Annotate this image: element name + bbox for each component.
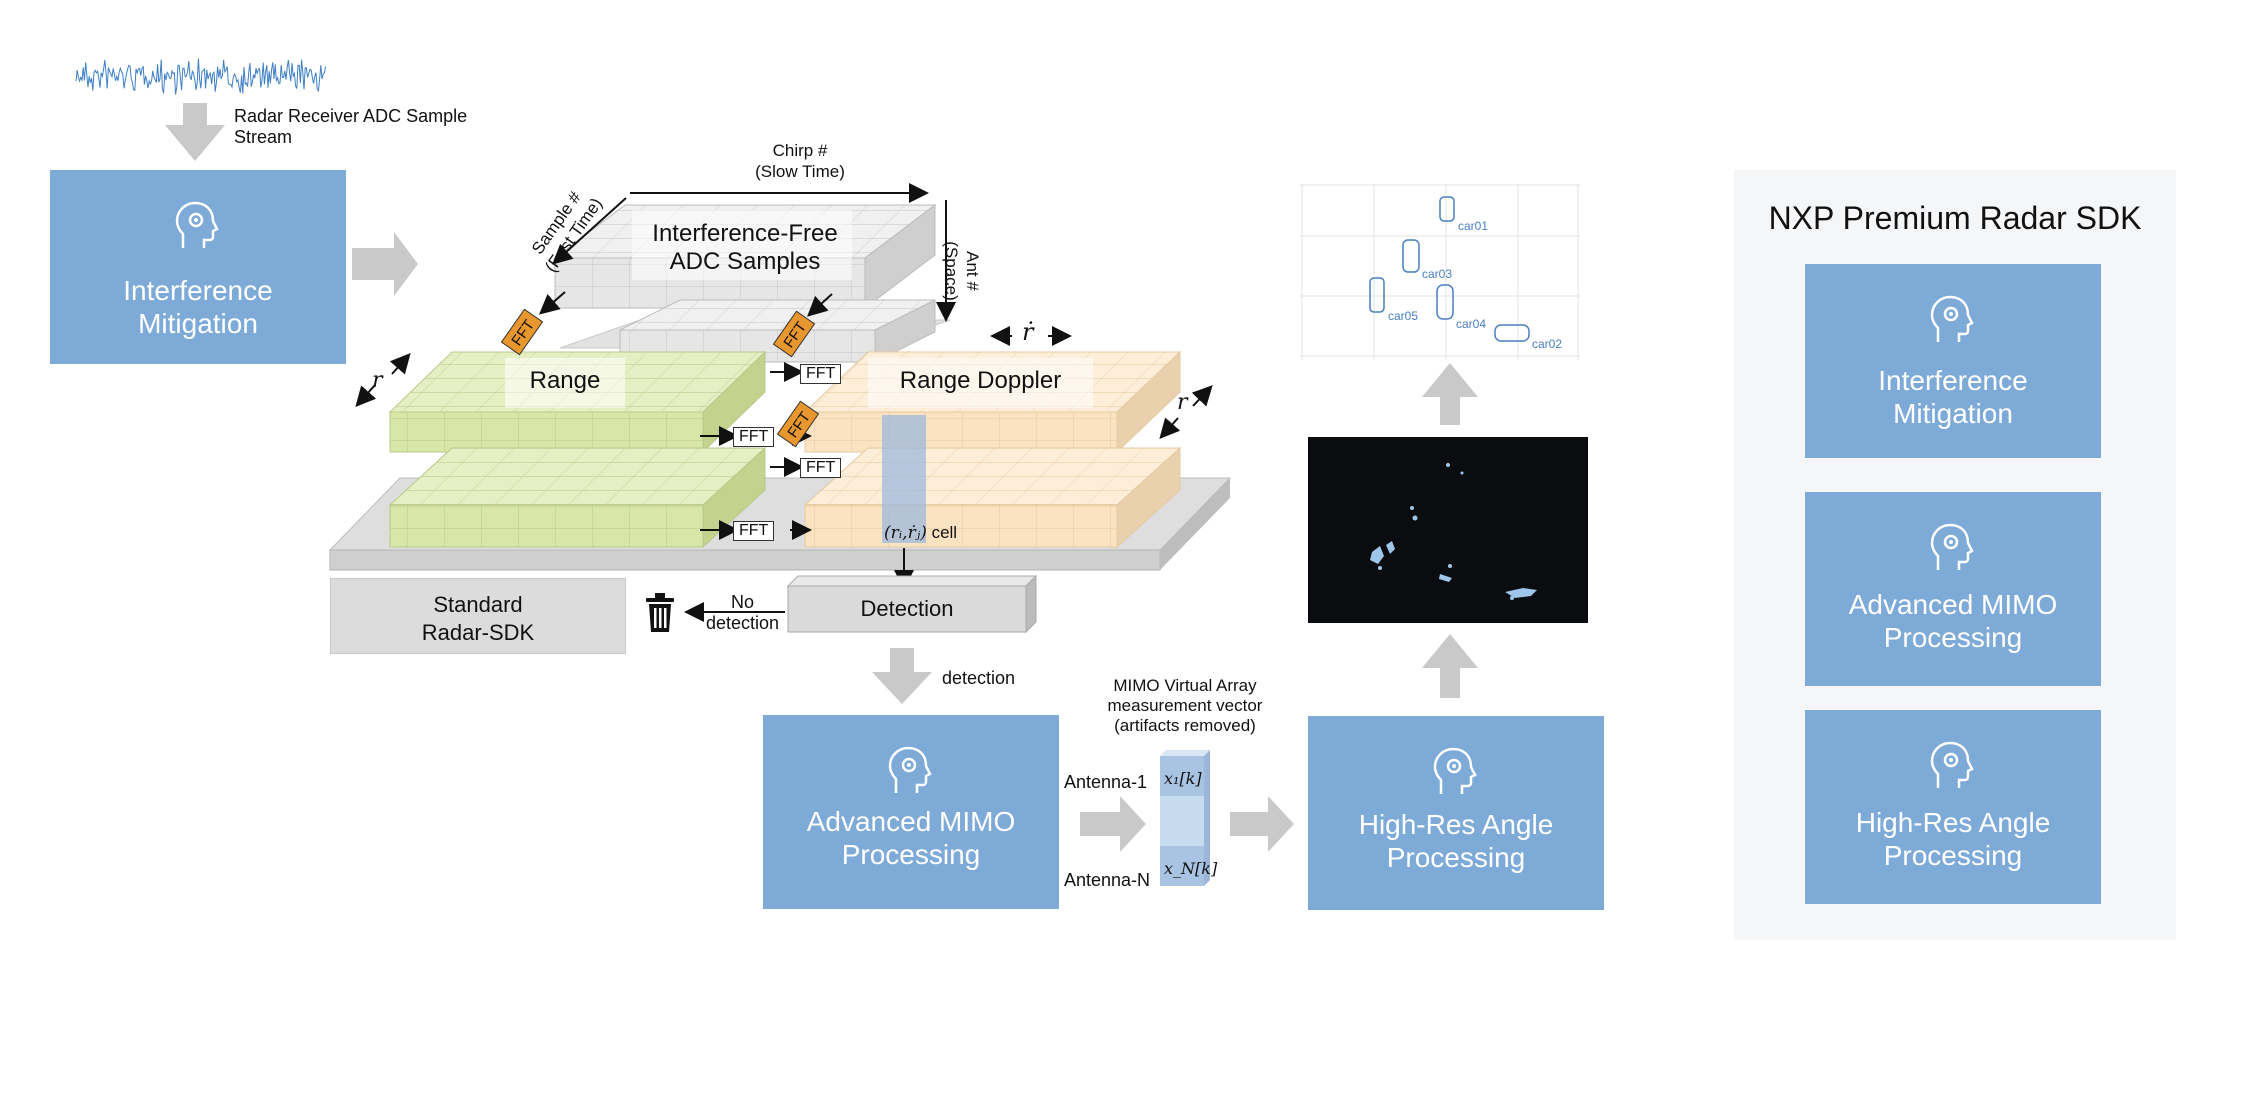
r-symbol-right: r [1177,390,1188,415]
r-axis-left [355,353,411,407]
detection-arrow-label: detection [942,668,1016,688]
trash-icon [646,593,674,632]
high-res-angle-box: High-Res Angle Processing [1308,716,1604,910]
detection-box-shape [786,574,1038,634]
rdot-symbol: ṙ [1022,318,1034,346]
r-symbol-left: r [372,368,383,393]
cell-math: (rᵢ,ṙⱼ) [884,523,927,543]
range-doppler-cube-lower [803,446,1182,549]
mimo-vector-shape [1160,750,1210,886]
ai-head-icon [175,201,219,248]
car02-shape [1494,324,1530,342]
range-cube-lower [388,446,767,549]
interference-mitigation-line2: Mitigation [138,308,258,339]
interference-mitigation-line1: Interference [123,275,273,306]
fft-tag-3: FFT [800,458,842,478]
radar-heatmap-image [1308,437,1588,623]
cell-label: (rᵢ,ṙⱼ) cell [884,522,957,544]
no-detection-label: No detection [705,592,780,633]
rd-cell-column [882,415,926,543]
fft-tag-2: FFT [733,427,775,447]
sdk-item-interference-mitigation: Interference Mitigation [1805,264,2101,458]
interference-free-label: Interference-Free ADC Samples [652,220,838,275]
antenna-1-label: Antenna-1 [1064,772,1148,792]
sdk-item-high-res-angle: High-Res Angle Processing [1805,710,2101,904]
sdk-panel-title: NXP Premium Radar SDK [1768,200,2142,236]
axis-sample-arrow [552,197,627,265]
fft-tag-1: FFT [800,364,842,384]
advanced-mimo-box: Advanced MIMO Processing [763,715,1059,909]
standard-radar-sdk-box: Standard Radar-SDK [330,578,626,654]
adc-stream-label-line2: Stream [234,127,293,147]
advanced-mimo-line1: Advanced MIMO [806,806,1016,837]
cell-word: cell [931,523,958,542]
ai-head-icon [1433,747,1477,794]
adc-sample-cube-2 [619,299,936,363]
car03-shape [1402,239,1420,273]
car05-shape [1369,277,1385,313]
antenna-n-label: Antenna-N [1064,870,1151,890]
xn-label: x_N[k] [1164,859,1218,878]
x1-label: x₁[k] [1164,769,1202,788]
car-glyphs [1369,196,1530,342]
fft-orange-tag-3: FFT [776,400,820,448]
ai-head-icon [888,746,932,793]
car05-label: car05 [1388,309,1419,323]
axis-chirp-label: Chirp # (Slow Time) [755,141,845,181]
adc-waveform-trace [75,58,327,95]
car03-label: car03 [1422,267,1453,281]
tracking-grid [1300,184,1580,360]
adc-stream-label: Radar Receiver ADC Sample Stream [234,106,467,148]
high-res-angle-line2: Processing [1386,842,1526,873]
arrow-up-highres [1422,634,1478,698]
r-axis-right [1159,385,1213,439]
car04-label: car04 [1456,317,1487,331]
arrow-up-heatmap [1422,363,1478,425]
adc-waveform [75,58,327,95]
mimo-vector-label: MIMO Virtual Array measurement vector (a… [1107,676,1263,735]
ai-head-icon [1930,295,1974,342]
fft-orange-tag-1: FFT [500,308,544,356]
arrow-down-detection [872,648,932,704]
car01-label: car01 [1458,219,1489,233]
nxp-premium-sdk-panel: NXP Premium Radar SDK Interference Mitig… [1734,170,2176,940]
arrow-right-mimo [1080,796,1146,852]
flow-arrows [165,103,1478,852]
ai-head-icon [1930,523,1974,570]
arrow-right-im [352,232,418,296]
car02-label: car02 [1532,337,1563,351]
range-label: Range [529,367,601,394]
fft-tag-4: FFT [733,521,775,541]
advanced-mimo-line2: Processing [841,839,981,870]
axis-ant-label: Ant # (Space) [942,241,982,301]
car01-shape [1439,196,1455,222]
detection-box-label: Detection [860,596,954,621]
sdk-item-advanced-mimo: Advanced MIMO Processing [1805,492,2101,686]
ai-head-icon [1930,741,1974,788]
interference-mitigation-box: Interference Mitigation [50,170,346,364]
arrow-down-input [165,103,225,161]
range-doppler-label: Range Doppler [899,367,1062,394]
arrow-right-vector [1230,796,1294,852]
adc-stream-label-line1: Radar Receiver ADC Sample [234,106,468,126]
car04-shape [1436,284,1454,320]
heatmap-detections [1370,463,1537,600]
high-res-angle-line1: High-Res Angle [1358,809,1554,840]
